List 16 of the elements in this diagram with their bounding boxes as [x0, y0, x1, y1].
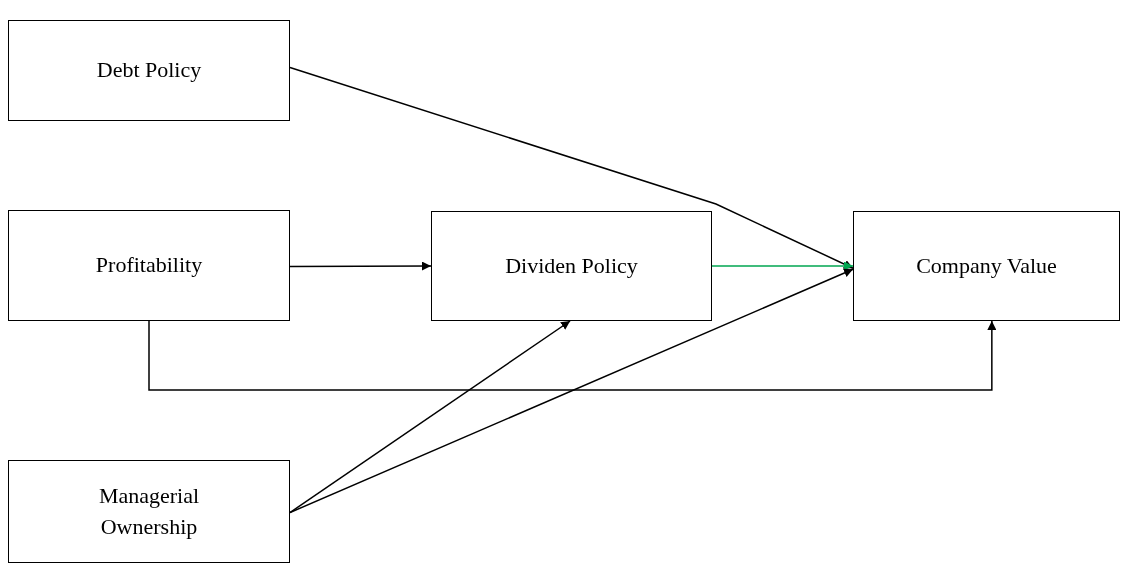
arrow [289, 66, 854, 269]
arrow [289, 261, 432, 271]
variable-box [8, 460, 290, 563]
arrow [711, 261, 854, 271]
variable-label: Managerial Ownership [97, 481, 201, 541]
arrow [289, 320, 571, 514]
variable-box [8, 210, 290, 321]
arrow [148, 320, 997, 391]
arrow [289, 268, 854, 514]
variable-label: Company Value [916, 251, 1057, 280]
variable-box [8, 20, 290, 121]
variable-box [431, 211, 712, 321]
variable-box [853, 211, 1120, 321]
variable-label: Dividen Policy [505, 251, 638, 280]
variable-label: Profitability [95, 251, 203, 280]
variable-label: Debt Policy [96, 56, 202, 85]
